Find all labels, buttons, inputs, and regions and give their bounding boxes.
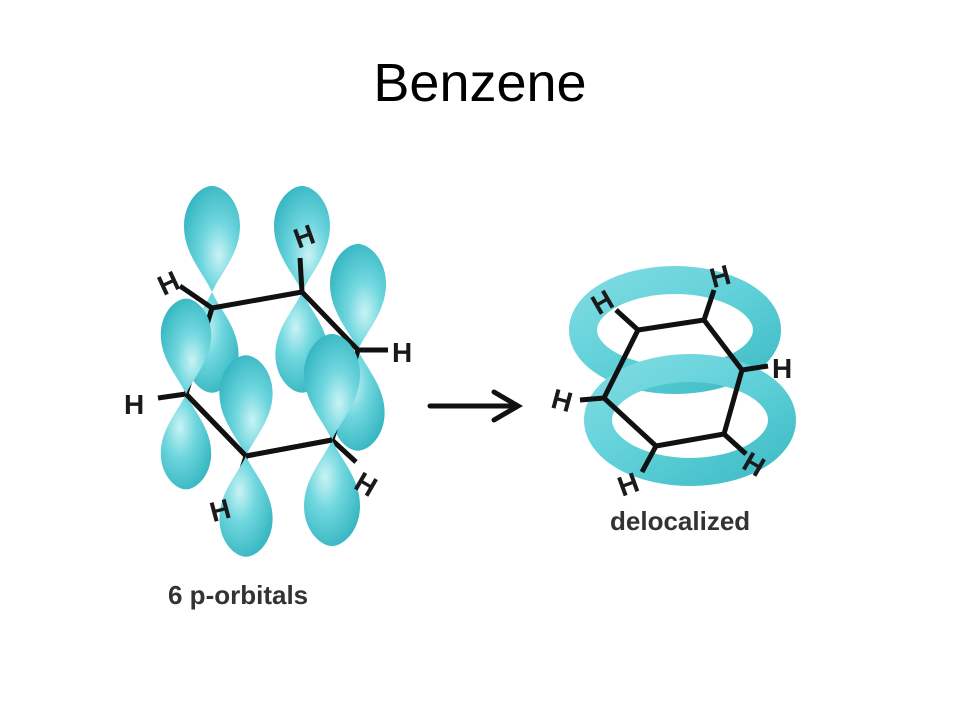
delocalized-caption: delocalized <box>610 506 750 536</box>
hydrogen-label: H <box>392 337 412 368</box>
p-orbitals-caption: 6 p-orbitals <box>168 580 308 610</box>
hydrogen-label: H <box>772 353 792 384</box>
arrow-right-icon <box>427 389 523 423</box>
delocalized-ring-bottom <box>584 354 796 486</box>
hydrogen-label: H <box>548 383 576 418</box>
hydrogen-label: H <box>124 389 144 420</box>
p-orbital-front <box>160 298 360 557</box>
page-title: Benzene <box>373 53 587 113</box>
delocalized-molecule: H H H H H H delocalized <box>548 259 796 536</box>
p-orbitals-molecule: H H H H H H 6 p-orbitals <box>124 186 412 610</box>
hydrogen-label: H <box>153 265 184 302</box>
benzene-ring-bonds <box>579 289 769 474</box>
